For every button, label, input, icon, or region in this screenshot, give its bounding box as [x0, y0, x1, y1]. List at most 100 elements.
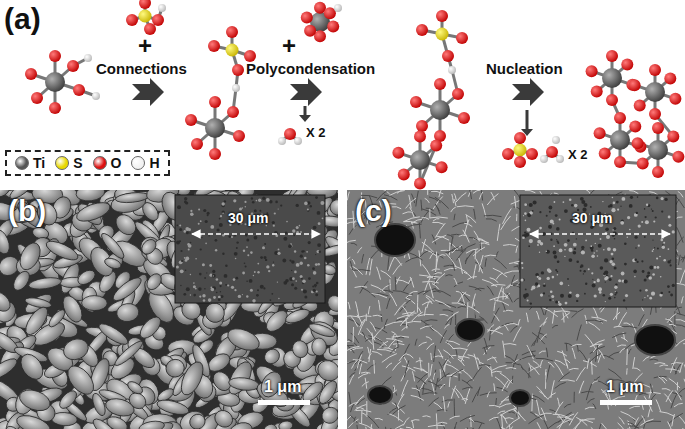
flake	[557, 419, 571, 427]
flake	[488, 325, 495, 333]
flake	[371, 424, 372, 429]
flake	[509, 412, 515, 413]
flake	[660, 412, 675, 417]
flake	[555, 402, 563, 414]
texture-dot	[304, 296, 307, 299]
flake	[410, 291, 418, 293]
flake	[536, 358, 554, 361]
flake	[412, 371, 414, 381]
texture-dot	[310, 205, 312, 207]
atom	[456, 32, 468, 44]
texture-dot	[188, 244, 192, 248]
texture-dot	[273, 261, 274, 262]
flake	[496, 387, 507, 392]
texture-dot	[243, 250, 245, 252]
flake	[592, 381, 598, 384]
crystal-grain	[327, 197, 338, 218]
atom	[442, 50, 454, 62]
flake	[436, 256, 439, 272]
atom	[540, 155, 548, 163]
texture-dot	[252, 299, 255, 302]
process-arrow	[132, 78, 544, 106]
flake	[494, 258, 506, 268]
texture-dot	[193, 282, 195, 284]
flake	[435, 378, 438, 391]
flake	[350, 261, 352, 270]
flake	[643, 357, 649, 362]
crystal-grain	[0, 288, 14, 315]
flake	[562, 351, 567, 367]
flake	[489, 405, 500, 407]
texture-dot	[184, 230, 187, 233]
flake	[574, 392, 575, 403]
flake	[406, 427, 414, 429]
texture-dot	[227, 284, 229, 286]
flake	[587, 399, 594, 404]
flake	[421, 320, 434, 331]
texture-dot	[222, 253, 224, 255]
flake	[406, 257, 418, 262]
flake	[490, 296, 508, 300]
texture-dot	[186, 287, 190, 291]
atom	[652, 122, 664, 134]
flake	[503, 310, 513, 311]
flake	[572, 344, 582, 346]
atom	[430, 140, 442, 152]
flake	[456, 349, 457, 356]
flake	[491, 284, 505, 285]
flake	[393, 291, 409, 294]
flake	[557, 351, 567, 356]
flake	[410, 207, 415, 217]
texture-dot	[301, 278, 303, 280]
texture-dot	[181, 260, 183, 262]
atom	[73, 84, 85, 96]
texture-dot	[218, 296, 221, 299]
flake	[541, 334, 547, 341]
flake	[432, 235, 446, 242]
texture-dot	[234, 289, 236, 291]
crystal-grain	[112, 211, 140, 239]
crystal-grain	[139, 237, 159, 257]
texture-dot	[322, 217, 324, 219]
flake	[401, 380, 408, 396]
flake	[662, 377, 668, 381]
flake	[633, 357, 635, 369]
flake	[539, 351, 546, 353]
flake	[422, 209, 436, 215]
flake	[555, 382, 566, 388]
texture-dot	[206, 272, 207, 273]
flake	[510, 326, 518, 333]
crystal-grain	[307, 321, 336, 339]
atom	[185, 114, 197, 126]
flake	[428, 425, 445, 426]
texture-dot	[264, 256, 267, 259]
flake	[506, 418, 520, 429]
flake	[490, 365, 492, 377]
flake	[466, 428, 474, 429]
atom	[25, 68, 37, 80]
flake	[508, 285, 514, 288]
flake	[454, 427, 456, 429]
flake	[381, 271, 392, 278]
crystal-grain	[22, 304, 52, 339]
flake	[398, 337, 404, 338]
flake	[388, 413, 403, 422]
flake	[458, 359, 465, 366]
crystal-grain	[16, 350, 47, 383]
atom	[591, 86, 603, 98]
flake	[500, 415, 505, 419]
texture-dot	[219, 218, 221, 220]
flake	[589, 322, 601, 330]
flake	[390, 293, 397, 306]
crystal-grain	[96, 320, 130, 348]
flake	[420, 251, 428, 257]
texture-dot	[317, 243, 321, 247]
flake	[463, 371, 473, 381]
flake	[660, 365, 668, 366]
flake	[514, 298, 519, 302]
flake	[562, 313, 570, 320]
texture-dot	[272, 221, 275, 224]
flake	[419, 223, 420, 239]
texture-dot	[317, 263, 320, 266]
flake	[487, 194, 498, 205]
